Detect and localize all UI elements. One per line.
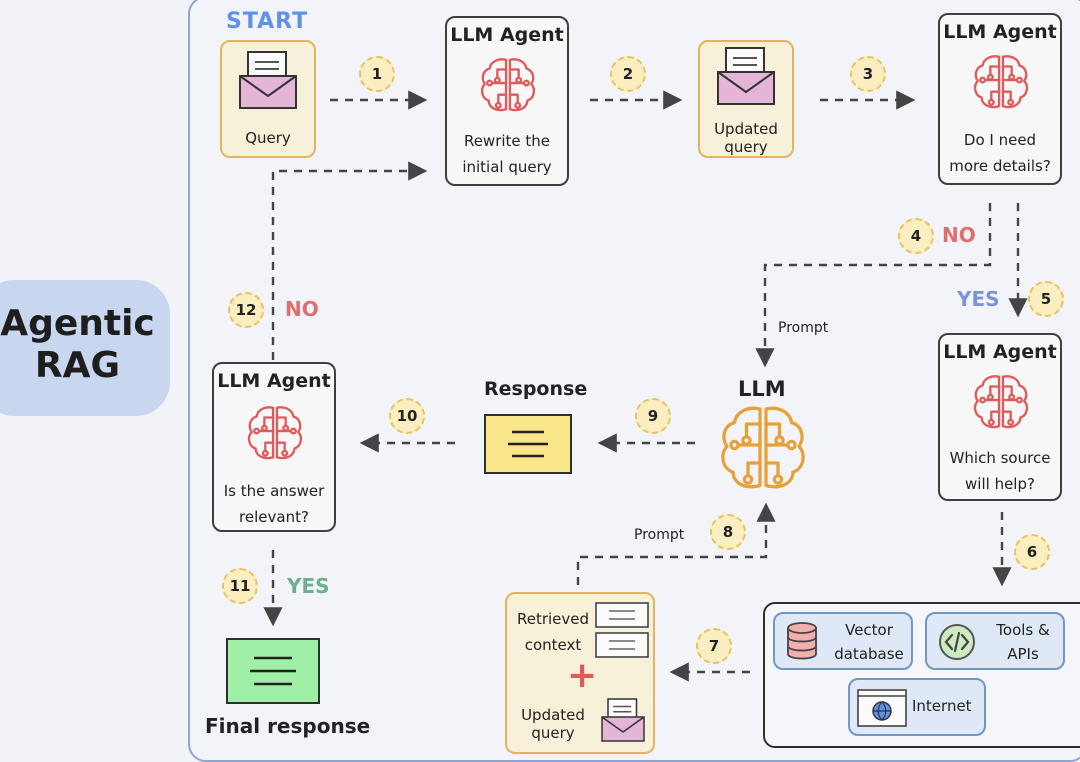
decision-no-details: NO [942,223,976,247]
brain-circuit-icon [973,375,1029,429]
database-icon [787,622,817,660]
details-agent-node[interactable]: LLM Agent Do I need more details? [938,13,1062,185]
rewrite-agent-line1: Rewrite the [463,132,551,150]
vector-database-line1: Vector [845,621,893,639]
relevance-agent-text: Is the answer relevant? [214,478,334,530]
step-badge-12: 12 [228,292,264,328]
code-icon [939,624,975,660]
envelope-icon [239,51,297,109]
source-agent-text: Which source will help? [940,445,1060,497]
updated-query-line2: query [724,138,768,156]
rewrite-agent-text: Rewrite the initial query [447,128,567,180]
rewrite-agent-node[interactable]: LLM Agent Rewrite the initial query [445,16,569,186]
source-agent-node[interactable]: LLM Agent Which source will help? [938,333,1062,501]
relevance-agent-title: LLM Agent [217,370,331,392]
step-badge-4: 4 [898,218,934,254]
context-retrieved-line2: context [524,636,582,654]
rewrite-agent-title: LLM Agent [450,24,564,46]
brain-circuit-icon [973,55,1029,109]
decision-yes-details: YES [957,287,1000,311]
decision-yes-relevant: YES [287,574,330,598]
final-response-title: Final response [205,714,371,738]
text-lines-icon [508,430,548,458]
details-agent-line2: more details? [949,157,1051,175]
vector-database-node[interactable]: Vector database [773,612,913,670]
prompt-label-upper: Prompt [778,320,829,336]
context-updated-line1: Updated [521,706,585,724]
context-retrieved-text: Retrieved context [513,606,593,658]
decision-no-relevant: NO [285,297,319,321]
query-label: Query [245,129,291,147]
context-retrieved-line1: Retrieved [516,610,590,628]
query-node[interactable]: Query [220,40,316,158]
sidebar-title-line1: Agentic [0,303,155,344]
updated-query-label: Updated query [700,120,792,156]
details-agent-title: LLM Agent [943,21,1057,43]
brain-circuit-icon [247,406,303,460]
source-agent-title: LLM Agent [943,341,1057,363]
step-badge-10: 10 [389,398,425,434]
step-badge-6: 6 [1014,534,1050,570]
relevance-agent-node[interactable]: LLM Agent Is the answer relevant? [212,362,336,532]
step-badge-2: 2 [610,56,646,92]
relevance-agent-line1: Is the answer [223,482,325,500]
prompt-label-lower: Prompt [634,527,685,543]
sidebar-title: Agentic RAG [0,303,155,387]
context-updated-line2: query [531,724,575,742]
envelope-icon [601,698,645,742]
updated-query-node[interactable]: Updated query [698,40,794,158]
details-agent-line1: Do I need [963,131,1037,149]
plus-sign: + [567,655,598,696]
text-lines-icon [250,656,296,686]
step-badge-5: 5 [1028,281,1064,317]
step-badge-11: 11 [222,568,258,604]
internet-node[interactable]: Internet [848,678,986,736]
llm-brain-icon[interactable] [715,400,811,496]
browser-globe-icon [857,689,907,727]
source-agent-line2: will help? [965,475,1035,493]
step-badge-1: 1 [359,56,395,92]
brain-circuit-icon [480,58,536,112]
context-updated-text: Updated query [513,706,593,742]
updated-query-line1: Updated [714,120,778,138]
response-title: Response [484,378,588,400]
tools-apis-line2: APIs [1007,645,1039,663]
arrow-context-to-llm [576,502,776,585]
step-badge-3: 3 [850,56,886,92]
document-icon [595,602,649,628]
source-agent-line1: Which source [949,449,1051,467]
response-doc[interactable] [484,414,572,474]
tools-apis-text: Tools & APIs [983,618,1063,666]
sidebar-title-line2: RAG [34,345,121,386]
arrow-no-loop-to-rewrite [271,161,428,360]
relevance-agent-line2: relevant? [239,508,309,526]
vector-database-line2: database [834,645,904,663]
tools-apis-node[interactable]: Tools & APIs [925,612,1065,670]
vector-database-text: Vector database [825,618,913,666]
rewrite-agent-line2: initial query [462,158,552,176]
step-badge-7: 7 [696,628,732,664]
context-node[interactable]: Retrieved context + Updated query [505,592,655,754]
step-badge-9: 9 [635,398,671,434]
step-badge-8: 8 [710,514,746,550]
tools-apis-line1: Tools & [996,621,1050,639]
llm-title: LLM [738,377,786,401]
arrow-no-to-llm [755,203,992,368]
start-label: START [226,9,309,34]
document-icon [595,632,649,658]
envelope-icon [717,47,775,105]
sidebar-title-pill [0,280,170,416]
details-agent-text: Do I need more details? [940,127,1060,179]
final-response-doc[interactable] [226,638,320,704]
internet-label: Internet [912,697,972,715]
